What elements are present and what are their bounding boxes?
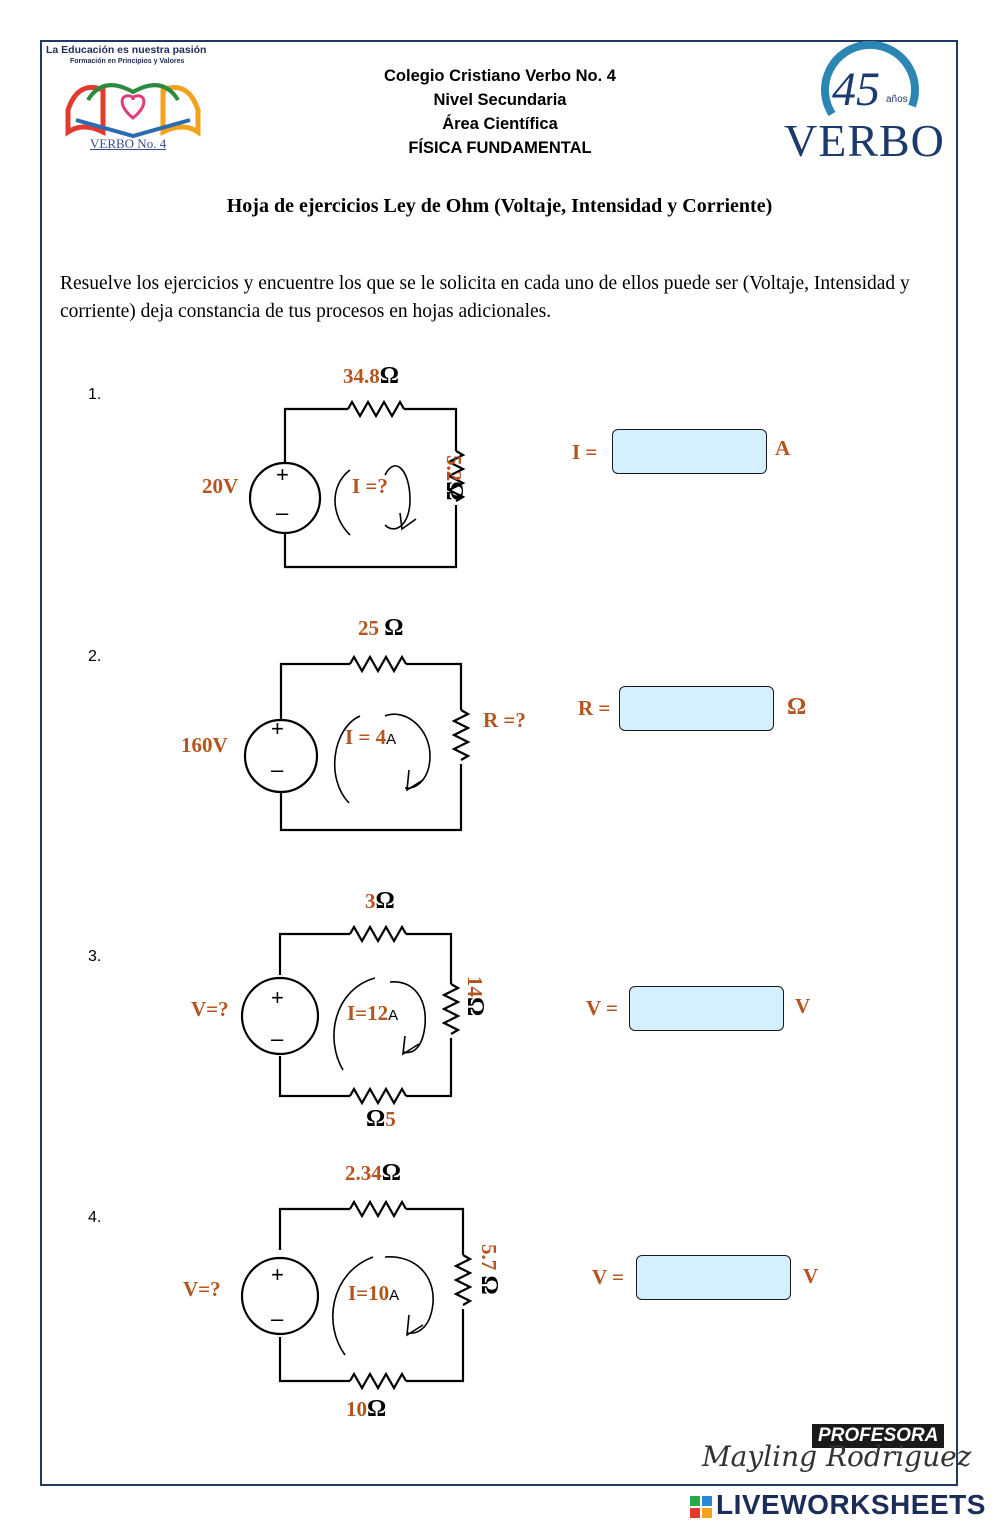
logo-tagline: La Educación es nuestra pasión bbox=[46, 44, 207, 56]
right-resistor-label: R =? bbox=[483, 708, 526, 732]
minus-sign: – bbox=[271, 1306, 284, 1331]
ohm-icon: Ω bbox=[384, 615, 404, 641]
resistor-value: 25 bbox=[358, 616, 379, 640]
current-label: I=12A bbox=[347, 1001, 398, 1026]
ohm-icon: Ω bbox=[476, 1275, 502, 1295]
answer-unit: A bbox=[775, 436, 791, 460]
ohm-icon: Ω bbox=[366, 1106, 386, 1132]
resistor-value: 2.34 bbox=[345, 1161, 382, 1185]
answer-unit: V bbox=[795, 994, 811, 1018]
answer-label: R = bbox=[578, 696, 611, 720]
ohm-icon: Ω bbox=[381, 1160, 401, 1186]
logo-subtagline: Formación en Principios y Valores bbox=[70, 58, 185, 65]
school-level: Nivel Secundaria bbox=[433, 91, 567, 109]
answer-input[interactable] bbox=[636, 1255, 791, 1300]
resistor-value: 34.8 bbox=[343, 364, 380, 388]
bottom-resistor-label: Ω5 bbox=[366, 1106, 396, 1133]
answer-unit: Ω bbox=[787, 694, 807, 720]
source-voltage: 160V bbox=[181, 733, 228, 757]
school-name: Colegio Cristiano Verbo No. 4 bbox=[384, 67, 616, 85]
answer-label: V = bbox=[586, 996, 619, 1020]
source-voltage: 20V bbox=[202, 474, 239, 498]
circuit-diagram bbox=[243, 654, 471, 832]
teacher-badge: PROFESORA bbox=[812, 1424, 945, 1448]
top-resistor-label: 25 Ω bbox=[358, 615, 403, 642]
resistor-value: 3 bbox=[365, 889, 376, 913]
school-logo-left: La Educación es nuestra pasión Formación… bbox=[46, 44, 221, 159]
exercise-number: 4. bbox=[88, 1209, 102, 1226]
book-heart-icon bbox=[65, 83, 201, 139]
circuit-diagram bbox=[240, 924, 461, 1106]
school-area: Área Científica bbox=[442, 115, 558, 133]
logo-name: VERBO No. 4 bbox=[90, 136, 167, 151]
current-unit: A bbox=[389, 1287, 400, 1304]
ohm-icon: Ω bbox=[367, 1396, 387, 1422]
teacher-signature: PROFESORA Mayling Rodriguez bbox=[700, 1422, 971, 1484]
current-unit: A bbox=[386, 731, 397, 748]
current-label: I =? bbox=[352, 474, 388, 498]
plus-sign: + bbox=[276, 462, 289, 487]
top-resistor-label: 3Ω bbox=[365, 888, 395, 915]
ohm-icon: Ω bbox=[375, 888, 395, 914]
top-resistor-label: 34.8Ω bbox=[343, 363, 399, 390]
instructions: Resuelve los ejercicios y encuentre los … bbox=[60, 273, 910, 322]
exercise-number: 3. bbox=[88, 948, 102, 965]
liveworksheets-logo-icon bbox=[690, 1496, 712, 1518]
answer-input[interactable] bbox=[612, 429, 767, 474]
answer-label: I = bbox=[572, 440, 598, 464]
circuit-diagram bbox=[248, 399, 466, 569]
source-voltage: V=? bbox=[183, 1277, 221, 1301]
logo-verbo: VERBO bbox=[784, 115, 945, 166]
worksheet-title: Hoja de ejercicios Ley de Ohm (Voltaje, … bbox=[226, 195, 773, 217]
resistor-value: 5.2 bbox=[442, 455, 466, 482]
ohm-icon: Ω bbox=[379, 363, 399, 389]
ohm-icon: Ω bbox=[462, 997, 488, 1017]
current-unit: A bbox=[388, 1007, 399, 1024]
subject: FÍSICA FUNDAMENTAL bbox=[408, 139, 592, 157]
right-resistor-label: 5.2Ω bbox=[440, 455, 467, 500]
resistor-value: 5.7 bbox=[477, 1244, 501, 1271]
current-value: I = 4 bbox=[345, 725, 387, 749]
plus-sign: + bbox=[271, 1262, 284, 1287]
brand-name: LIVEWORKSHEETS bbox=[716, 1489, 986, 1520]
logo-years: 45 bbox=[832, 63, 880, 116]
current-value: I=10 bbox=[348, 1281, 390, 1305]
anniversary-ring-icon bbox=[821, 40, 919, 117]
answer-unit: V bbox=[803, 1264, 819, 1288]
resistor-value: 5 bbox=[385, 1107, 396, 1131]
resistor-value: 10 bbox=[346, 1397, 367, 1421]
minus-sign: – bbox=[271, 1026, 284, 1051]
logo-anos: años bbox=[886, 94, 908, 105]
circuit-diagram bbox=[240, 1199, 473, 1391]
source-voltage: V=? bbox=[191, 997, 229, 1021]
current-value: I=12 bbox=[347, 1001, 389, 1025]
minus-sign: – bbox=[276, 500, 289, 525]
right-resistor-label: 14Ω bbox=[461, 976, 488, 1016]
school-logo-right: 45 años VERBO bbox=[782, 40, 952, 166]
signature-text: Mayling Rodriguez bbox=[702, 1440, 972, 1473]
plus-sign: + bbox=[271, 716, 284, 741]
exercise-number: 1. bbox=[88, 386, 102, 403]
bottom-resistor-label: 10Ω bbox=[346, 1396, 386, 1423]
resistor-value: 14 bbox=[463, 976, 487, 997]
plus-sign: + bbox=[271, 985, 284, 1010]
minus-sign: – bbox=[271, 757, 284, 782]
ohm-icon: Ω bbox=[441, 481, 467, 501]
answer-input[interactable] bbox=[629, 986, 784, 1031]
answer-label: V = bbox=[592, 1265, 625, 1289]
current-label: I = 4A bbox=[345, 725, 396, 750]
page-frame bbox=[40, 40, 958, 1486]
top-resistor-label: 2.34Ω bbox=[345, 1160, 401, 1187]
right-resistor-label: 5.7 Ω bbox=[475, 1244, 502, 1295]
liveworksheets-brand[interactable]: LIVEWORKSHEETS bbox=[690, 1489, 990, 1523]
answer-input[interactable] bbox=[619, 686, 774, 731]
exercise-number: 2. bbox=[88, 648, 102, 665]
current-label: I=10A bbox=[348, 1281, 399, 1306]
